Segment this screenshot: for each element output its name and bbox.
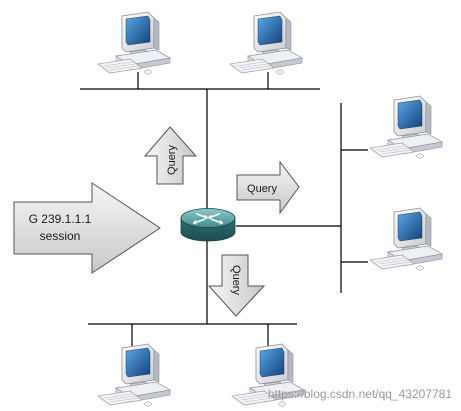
group-session-arrow: G 239.1.1.1 session bbox=[13, 182, 161, 274]
network-wires bbox=[80, 72, 368, 346]
query-up-label: Query bbox=[166, 145, 178, 175]
query-arrow-right: Query bbox=[236, 160, 300, 215]
computer-icon bbox=[369, 95, 443, 159]
session-label: session bbox=[40, 229, 81, 243]
query-right-label: Query bbox=[247, 183, 277, 195]
router-icon bbox=[180, 208, 236, 242]
computer-icon bbox=[97, 11, 171, 75]
query-arrow-up: Query bbox=[143, 126, 198, 185]
watermark: https://blog.csdn.net/qq_43207781 bbox=[268, 387, 452, 401]
computer-icon bbox=[369, 207, 443, 271]
query-down-label: Query bbox=[230, 265, 242, 295]
query-arrow-down: Query bbox=[207, 254, 266, 317]
computer-icon bbox=[97, 343, 171, 407]
computer-icon bbox=[229, 11, 303, 75]
group-address-label: G 239.1.1.1 bbox=[29, 212, 92, 226]
